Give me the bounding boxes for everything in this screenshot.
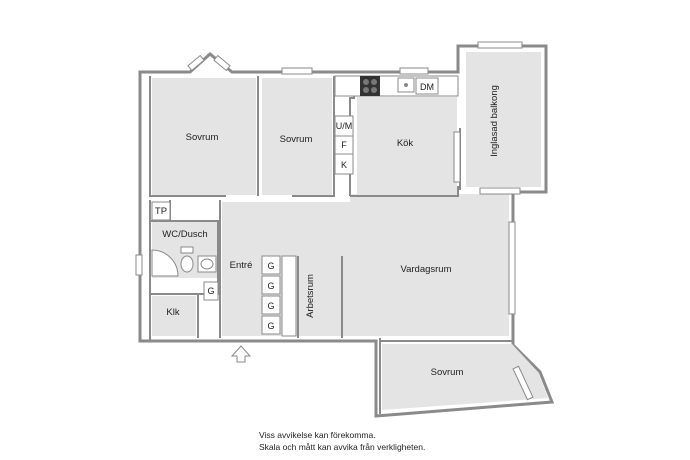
sink-drain-icon [404,83,408,87]
room-label-entre: Entré [230,260,253,271]
fixture-label-g: G [267,261,274,271]
g-box-bath [203,281,219,301]
toilet-icon [180,255,194,273]
floor-areas [152,52,548,410]
stove-burner-icon [371,79,377,85]
sovrum-3-floor [382,344,548,410]
window-balkong-bottom [479,187,521,195]
toilet-tank-icon [180,246,194,254]
vardagsrum-floor [350,194,509,336]
sovrum-2-floor [262,78,332,195]
room-label-sovrum-1: Sovrum [186,132,219,143]
balkong-floor [466,52,541,187]
window-left [135,254,143,276]
klk-floor [152,296,196,336]
window-kok-inner [453,131,461,183]
room-label-klk: Klk [166,307,179,318]
fixture-label-g-bath: G [207,286,214,296]
fixture-label-f: F [341,140,347,150]
window-kok [399,67,429,75]
window-bay-left [187,54,205,72]
disclaimer: Viss avvikelse kan förekomma. Skala och … [259,429,425,453]
fixture-label-k: K [341,160,347,170]
fixture-label-g: G [267,281,274,291]
fixture-label-um: U/M [336,121,353,131]
room-label-vardagsrum: Vardagsrum [400,264,451,275]
window-sovrum-3 [512,365,534,401]
stove-icon [360,76,380,96]
window-balkong-top [477,41,523,49]
kok-floor [357,97,457,194]
entrance-arrow-icon [230,345,252,363]
disclaimer-line-1: Viss avvikelse kan förekomma. [259,430,376,440]
disclaimer-line-2: Skala och mått kan avvika från verklighe… [259,442,426,452]
wardrobe-box [261,255,281,275]
wardrobe-box [261,315,281,335]
stove-burner-icon [363,87,369,93]
wardrobe-box [261,275,281,295]
stove-burner-icon [363,79,369,85]
k-box [334,153,354,175]
window-bay-right [213,54,231,72]
wardrobe-box [261,295,281,315]
fixture-label-g: G [267,301,274,311]
room-label-balkong: Inglasad balkong [489,85,500,157]
window-sovrum-2 [281,67,313,75]
fixture-label-dm: DM [420,82,434,92]
window-vardagsrum [508,221,516,315]
washbasin-bowl-icon [200,258,214,270]
wardrobes [261,255,297,337]
room-label-tp: TP [155,206,167,217]
windows [135,41,534,401]
room-label-kok: Kök [397,138,414,149]
shower-icon [151,249,179,277]
kitchen-fixtures [334,75,459,175]
sovrum-1-floor [152,78,256,195]
kitchen-counter [334,75,459,97]
room-label-sovrum-3: Sovrum [431,367,464,378]
room-label-sovrum-2: Sovrum [280,134,313,145]
room-label-wc: WC/Dusch [162,229,207,240]
room-label-arbetsrum: Arbetsrum [305,274,316,318]
stove-burner-icon [371,87,377,93]
fixture-label-g: G [267,321,274,331]
tp-box [151,201,171,221]
dm-box [415,77,439,95]
arbetsrum-shelf [281,255,297,337]
bathroom-fixtures [151,201,219,301]
